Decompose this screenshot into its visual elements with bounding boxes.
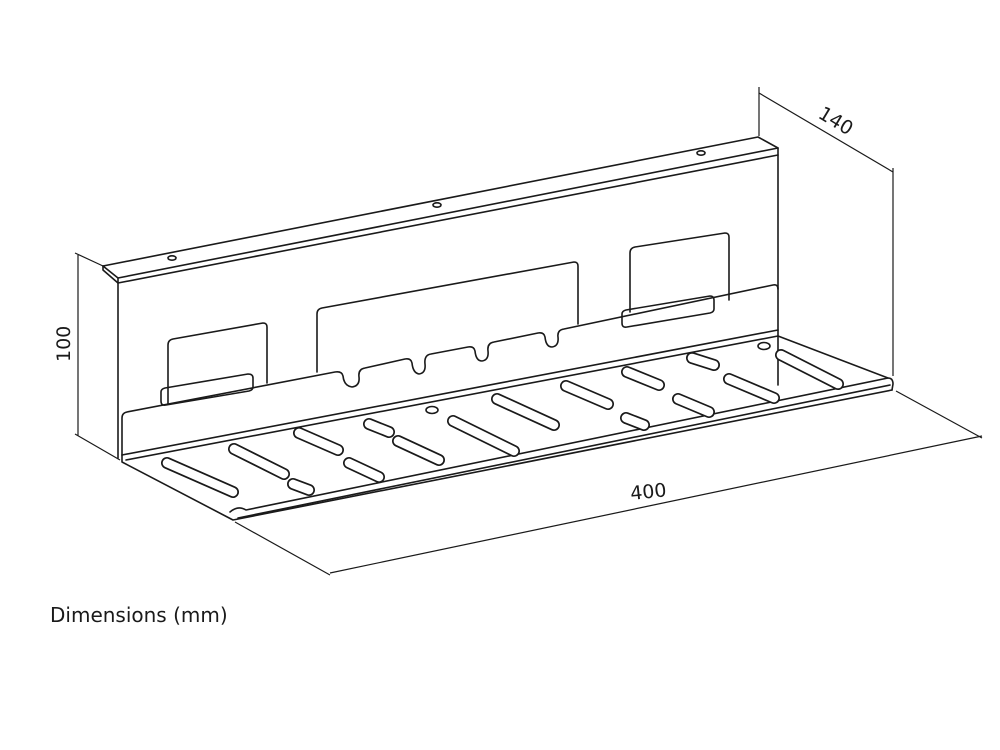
- floor: [121, 329, 894, 521]
- width-label: 400: [629, 479, 667, 505]
- mount-hole: [432, 202, 442, 209]
- floor-slot: [621, 413, 649, 430]
- floor-slot: [364, 419, 394, 437]
- floor-slot: [162, 458, 238, 497]
- floor-slot: [492, 394, 559, 430]
- floor-slot: [229, 444, 289, 479]
- floor-slot: [561, 381, 613, 409]
- back-cutouts: [167, 232, 730, 405]
- floor-slot: [393, 436, 444, 465]
- mount-hole: [167, 255, 177, 262]
- floor-slot: [776, 350, 843, 389]
- floor-slot: [724, 374, 779, 403]
- floor-hole: [425, 405, 439, 415]
- floor-slot: [448, 416, 519, 456]
- dimension-width: 400: [234, 390, 983, 576]
- floor-hole: [757, 341, 771, 351]
- depth-label: 140: [814, 102, 856, 140]
- wall-slot: [621, 295, 715, 328]
- dimension-height: 100: [53, 252, 121, 461]
- floor-slot: [288, 479, 314, 495]
- floor-slot: [622, 367, 664, 390]
- floor-slot: [673, 394, 714, 417]
- inner-wall: [121, 284, 779, 456]
- height-label: 100: [53, 326, 75, 362]
- floor-slots: [161, 341, 844, 498]
- floor-slot: [294, 428, 343, 455]
- back-panel: [102, 136, 779, 459]
- floor-slot: [344, 458, 384, 482]
- floor-slot: [687, 353, 719, 370]
- dimensions-caption: Dimensions (mm): [50, 603, 228, 627]
- mount-hole: [696, 150, 706, 157]
- wall-slot: [160, 373, 254, 406]
- dimension-depth: 140: [758, 87, 894, 376]
